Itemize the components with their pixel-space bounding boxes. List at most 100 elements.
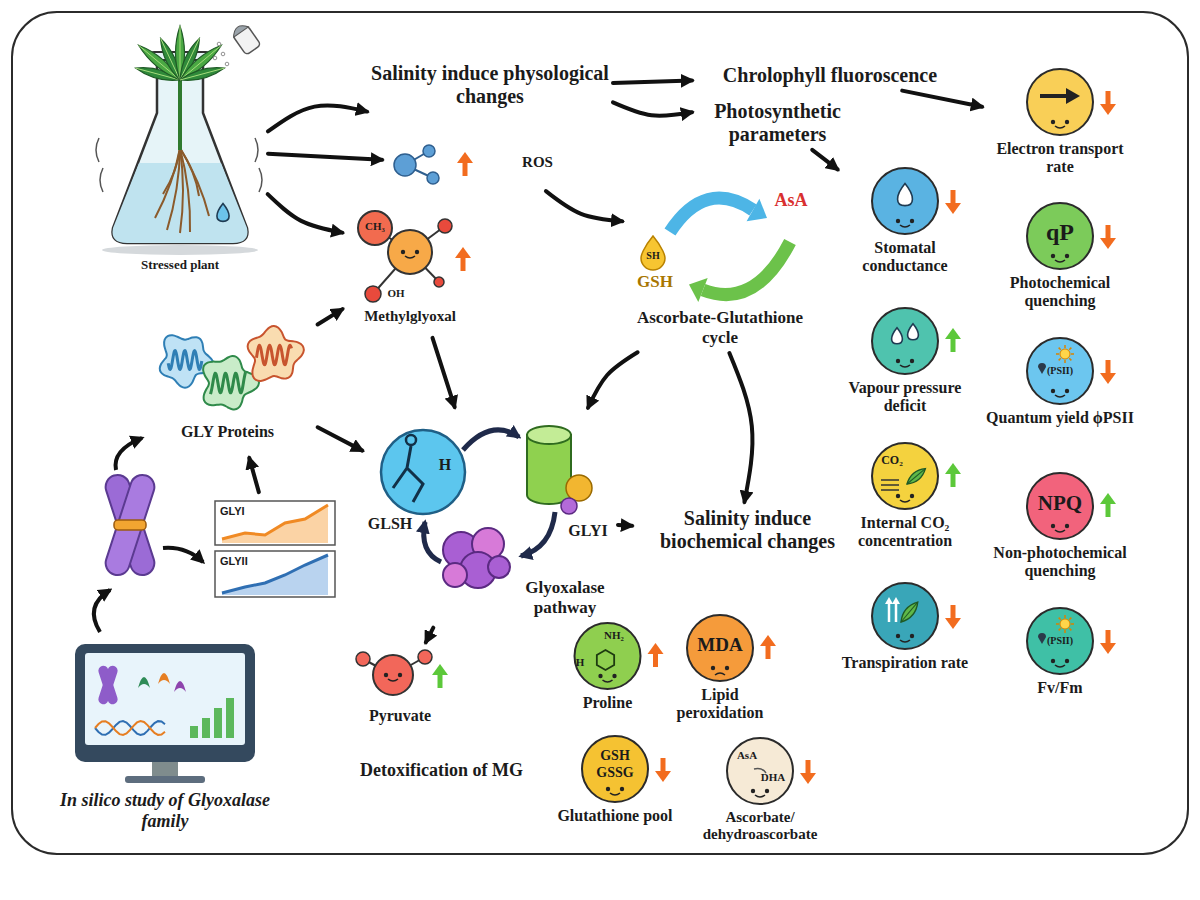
icon-path <box>160 335 214 387</box>
parameter-circle: Transpiration rate <box>840 580 970 690</box>
trend-arrow <box>463 162 468 176</box>
node-text: In silico study of Glyoxalase family <box>50 790 280 831</box>
icon-path <box>180 68 224 81</box>
icon-path <box>393 446 423 502</box>
icon-circle <box>606 787 610 791</box>
icon-circle <box>1051 254 1055 258</box>
icon-rect <box>202 718 210 738</box>
trend-arrow-head <box>457 152 473 163</box>
trend-arrow-head <box>760 635 776 646</box>
node-text: Stressed plant <box>95 258 265 273</box>
icon-circle <box>1051 524 1055 528</box>
icon-circle <box>872 308 938 374</box>
flow-arrow <box>729 353 752 502</box>
parameter-circle: Electron transport rate <box>985 66 1135 179</box>
flow-arrow <box>426 628 434 643</box>
protein-icon: GLY Proteins <box>140 305 315 455</box>
icon-path <box>610 793 620 795</box>
icon-path <box>424 522 441 562</box>
node-text: Fv/Fm <box>985 679 1135 697</box>
icon-circle <box>213 56 217 60</box>
trend-arrow-head <box>945 203 961 214</box>
icon-circle <box>582 736 648 802</box>
icon-rect <box>103 472 158 578</box>
chromosome-icon <box>103 472 158 578</box>
flow-arrow <box>618 523 632 528</box>
parameter-circle: GSHGSSGGlutathione pool <box>555 733 675 843</box>
node-text: Ascorbate/ dehydroascorbate <box>680 809 840 844</box>
flow-arrow <box>249 458 259 492</box>
trend-arrow <box>1106 360 1111 374</box>
icon-circle <box>612 674 616 678</box>
icon-circle <box>896 634 900 638</box>
node-text: Proline <box>555 694 660 712</box>
computer-icon: In silico study of Glyoxalase family <box>50 640 280 840</box>
flow-arrow <box>433 338 455 407</box>
node-text: Glyoxalase pathway <box>515 578 615 617</box>
node-text: GSSG <box>585 765 645 781</box>
icon-path <box>211 372 246 394</box>
trend-arrow <box>766 645 771 659</box>
parameter-circle: MDALipid peroxidation <box>665 612 775 725</box>
icon-line <box>1064 615 1066 618</box>
parameter-circle: NH₂HProline <box>555 620 660 730</box>
trend-arrow <box>951 190 956 204</box>
flow-arrow <box>812 150 837 170</box>
icon-circle <box>427 172 439 184</box>
icon-line <box>1064 360 1066 363</box>
icon-path <box>900 365 910 367</box>
node-text: Quantum yield ϕPSII <box>985 409 1135 427</box>
icon-circle <box>415 250 419 254</box>
heading-text: Photosynthetic parameters <box>695 98 860 148</box>
icon-path <box>405 256 415 258</box>
icon-path <box>703 242 790 295</box>
icon-circle <box>394 154 416 176</box>
icon-path <box>230 22 248 37</box>
icon-g <box>1027 338 1116 404</box>
icon-circle <box>438 219 452 233</box>
icon-path <box>168 351 202 370</box>
icon-g <box>904 466 928 488</box>
trend-arrow-head <box>945 618 961 629</box>
flow-arrow <box>588 352 638 408</box>
icon-rect <box>125 776 205 783</box>
icon-line <box>881 484 899 486</box>
node-text: GLYII <box>220 555 268 568</box>
node-text: H <box>435 456 455 474</box>
icon-circle <box>356 652 370 666</box>
parameter-circle: CO₂Internal CO₂ concentration <box>830 440 980 553</box>
frame-border <box>12 12 1188 854</box>
icon-circle <box>221 52 225 56</box>
icon-line <box>895 602 898 622</box>
drop-symbol <box>892 328 903 344</box>
icon-circle <box>1065 254 1069 258</box>
trend-arrow-head <box>1100 643 1116 654</box>
trend-arrow <box>661 758 666 772</box>
icon-path <box>163 148 180 194</box>
parameter-circle: (PSII)Quantum yield ϕPSII <box>985 335 1135 445</box>
icon-circle <box>384 673 388 677</box>
icon-circle <box>1027 69 1093 135</box>
node-text: MDA <box>685 634 755 656</box>
node-text: Vapour pressure deficit <box>835 379 975 416</box>
flow-arrow <box>613 80 692 83</box>
icon-line <box>1069 358 1071 360</box>
icon-g <box>230 22 261 55</box>
icon-circle <box>418 650 432 664</box>
icon-circle <box>365 286 381 302</box>
icon-circle <box>1051 120 1055 124</box>
icon-rect <box>190 726 198 738</box>
icon-g <box>215 501 335 597</box>
icon-rect <box>85 653 245 745</box>
icon-path <box>463 430 519 450</box>
icon-circle <box>1051 389 1055 393</box>
icon-circle <box>1051 659 1055 663</box>
icon-path <box>747 199 767 222</box>
trend-arrow <box>438 674 443 688</box>
flow-arrow <box>613 102 692 115</box>
icon-circle <box>896 359 900 363</box>
node-text: NH₂ <box>599 629 629 642</box>
icon-circle <box>381 430 465 514</box>
icon-g <box>582 736 671 802</box>
icon-circle <box>561 498 577 514</box>
